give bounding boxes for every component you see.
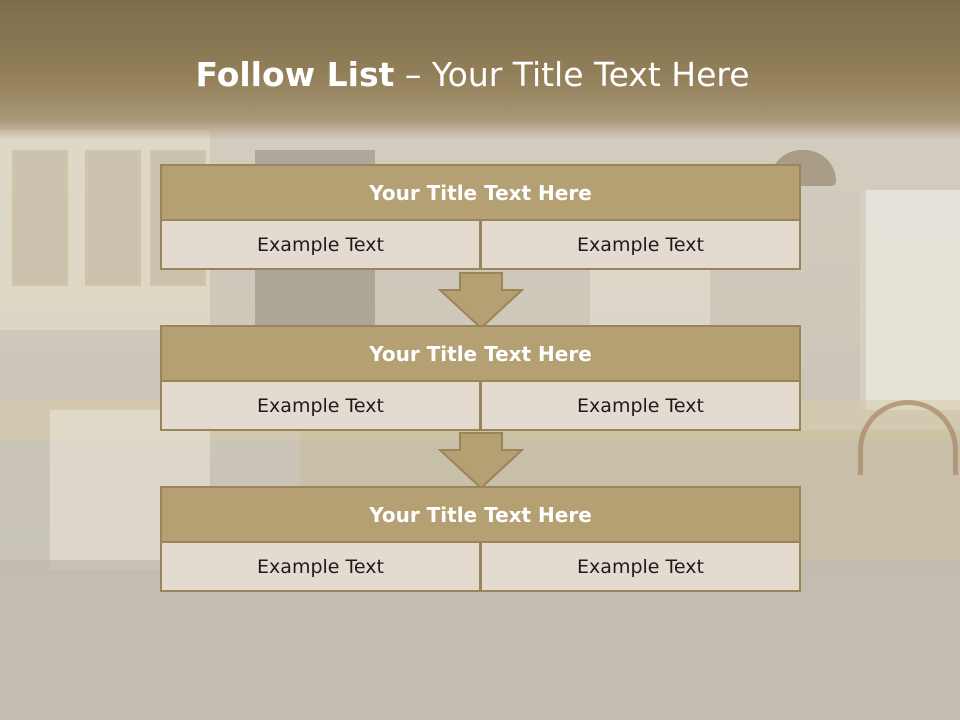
block-cell-right: Example Text — [481, 543, 801, 592]
cabinet-glass-pane — [85, 150, 141, 286]
block-row: Example Text Example Text — [160, 221, 801, 270]
flow-block-2: Your Title Text Here Example Text Exampl… — [160, 325, 801, 431]
block-cell-right: Example Text — [481, 221, 801, 270]
cabinet-glass-pane — [12, 150, 68, 286]
title-band: Follow List – Your Title Text Here — [0, 0, 960, 140]
window-right — [860, 190, 960, 410]
slide-title-rest: – Your Title Text Here — [394, 55, 750, 94]
slide-title-bold: Follow List — [195, 55, 395, 94]
block-title: Your Title Text Here — [160, 325, 801, 382]
block-row: Example Text Example Text — [160, 543, 801, 592]
block-cell-left: Example Text — [160, 221, 481, 270]
flow-block-3: Your Title Text Here Example Text Exampl… — [160, 486, 801, 592]
block-row: Example Text Example Text — [160, 382, 801, 431]
block-cell-left: Example Text — [160, 382, 481, 431]
block-title: Your Title Text Here — [160, 164, 801, 221]
down-arrow-icon — [438, 432, 524, 490]
block-cell-right: Example Text — [481, 382, 801, 431]
block-cell-left: Example Text — [160, 543, 481, 592]
down-arrow-icon — [438, 272, 524, 330]
slide-title: Follow List – Your Title Text Here — [0, 55, 945, 94]
block-title: Your Title Text Here — [160, 486, 801, 543]
chair-back — [858, 400, 958, 475]
flow-block-1: Your Title Text Here Example Text Exampl… — [160, 164, 801, 270]
